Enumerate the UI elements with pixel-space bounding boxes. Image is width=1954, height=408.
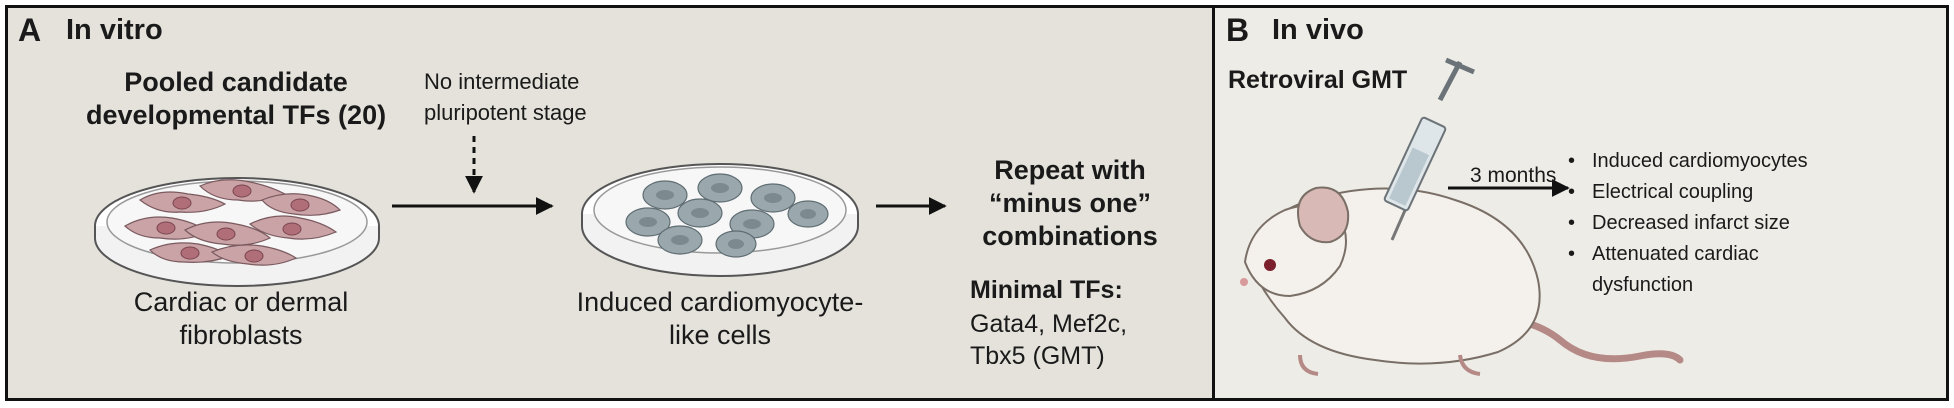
panel-b-letter: B	[1226, 12, 1250, 48]
pooled-tfs-line2: developmental TFs (20)	[86, 100, 387, 130]
fibroblasts-label: Cardiac or dermal fibroblasts	[91, 286, 391, 352]
repeat-line1: Repeat with	[994, 155, 1146, 185]
repeat-line3: combinations	[982, 221, 1158, 251]
pooled-tfs-label: Pooled candidate developmental TFs (20)	[86, 66, 386, 132]
induced-cells-line1: Induced cardiomyocyte-	[576, 287, 864, 317]
minimal-tfs-title: Minimal TFs:	[970, 276, 1123, 304]
minimal-genes-line2: Tbx5 (GMT)	[970, 342, 1105, 370]
fibroblasts-line1: Cardiac or dermal	[133, 287, 349, 317]
outcome-item: Decreased infarct size	[1562, 208, 1808, 239]
induced-cells-line2: like cells	[668, 320, 772, 350]
cardiomyocyte-dish-icon	[581, 163, 859, 277]
fibroblast-nuclei	[156, 184, 310, 263]
repeat-minus-one-label: Repeat with “minus one” combinations	[960, 154, 1180, 253]
outcome-item: Electrical coupling	[1562, 177, 1808, 208]
minimal-tfs-genes: Gata4, Mef2c, Tbx5 (GMT)	[970, 308, 1127, 372]
no-intermediate-label: No intermediate pluripotent stage	[424, 66, 587, 128]
fibroblasts-line2: fibroblasts	[179, 320, 303, 350]
syringe-icon	[1383, 57, 1475, 241]
induced-cells-label: Induced cardiomyocyte- like cells	[560, 286, 880, 352]
no-intermediate-line2: pluripotent stage	[424, 100, 587, 125]
outcome-item-continued: dysfunction	[1592, 274, 1694, 296]
minimal-genes-line1: Gata4, Mef2c,	[970, 310, 1128, 338]
repeat-line2: “minus one”	[988, 188, 1151, 218]
outcomes-list: Induced cardiomyocytes Electrical coupli…	[1562, 146, 1808, 301]
mouse-icon	[1240, 186, 1684, 376]
panel-a-title: In vitro	[66, 14, 163, 46]
panel-a-letter: A	[18, 12, 42, 48]
retroviral-gmt-label: Retroviral GMT	[1228, 66, 1408, 94]
panel-b-title: In vivo	[1272, 14, 1364, 46]
outcome-item: Induced cardiomyocytes	[1562, 146, 1808, 177]
no-intermediate-line1: No intermediate	[424, 69, 580, 94]
cardiomyocyte-cells	[625, 173, 829, 258]
three-months-label: 3 months	[1470, 164, 1557, 187]
outcome-item: Attenuated cardiac	[1562, 239, 1808, 270]
fibroblast-dish-icon	[94, 177, 380, 287]
pooled-tfs-line1: Pooled candidate	[124, 67, 348, 97]
